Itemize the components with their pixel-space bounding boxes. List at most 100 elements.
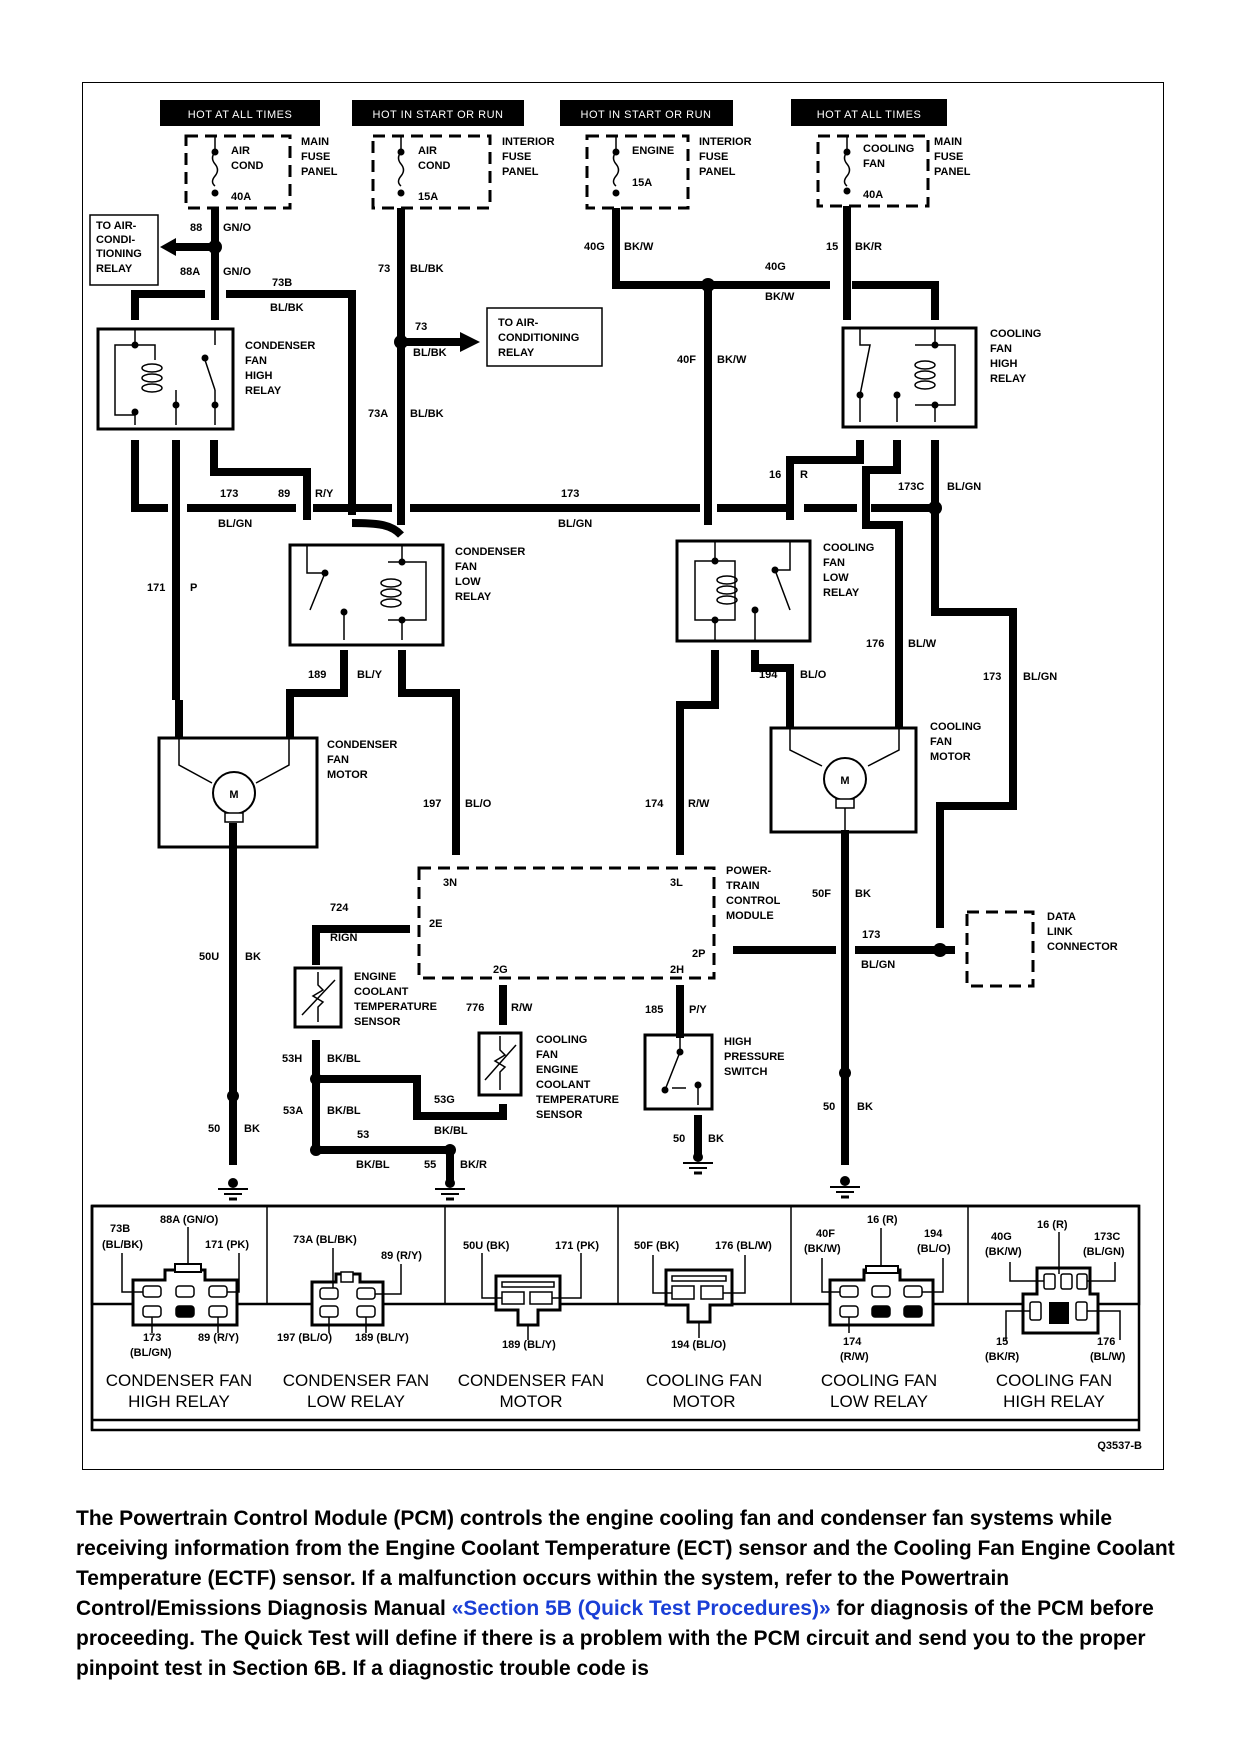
cooling-fan-low-relay: COOLING FAN LOW RELAY [675, 539, 874, 643]
wire-89 [210, 440, 311, 520]
ref-to-ac-relay-center[interactable]: TO AIR- CONDITIONING RELAY [486, 307, 603, 367]
ref-to-ac-relay-left[interactable]: TO AIR- CONDI- TIONING RELAY [89, 214, 159, 286]
component-label: POWER- [726, 865, 772, 877]
connector-view-cooling-motor: 50F (BK) 176 (BL/W) 194 (BL/O) [634, 1240, 772, 1351]
component-label: MOTOR [327, 769, 368, 781]
pin-label: 16 (R) [867, 1214, 898, 1226]
ref-text: TIONING [96, 248, 142, 260]
component-label: FAN [990, 343, 1012, 355]
header-label: HOT AT ALL TIMES [817, 109, 922, 121]
component-label: FAN [536, 1049, 558, 1061]
data-link-connector[interactable]: DATA LINK CONNECTOR [965, 910, 1118, 988]
powertrain-control-module: 3N 3L 2E 2G 2H 2P POWER- TRAIN CONTROL M… [417, 865, 781, 980]
pin-label: 173C [1094, 1231, 1120, 1243]
power-header: HOT AT ALL TIMES [791, 99, 947, 126]
arrow-icon [160, 238, 176, 256]
component-label: COOLING [823, 542, 874, 554]
pin-label: 176 [1097, 1336, 1115, 1348]
wire-color: BK/W [765, 291, 795, 303]
ground-icon [830, 1176, 860, 1199]
circuit-number: 176 [866, 638, 884, 650]
component-label: SENSOR [354, 1016, 401, 1028]
circuit-number: 53A [283, 1105, 303, 1117]
pin-label: 171 (PK) [555, 1240, 599, 1252]
wire-color: BL/GN [947, 481, 981, 493]
component-label: COOLANT [354, 986, 409, 998]
header-box [791, 99, 947, 126]
pin-label: 50F (BK) [634, 1240, 680, 1252]
component-label: MOTOR [930, 751, 971, 763]
circuit-number: 40F [677, 354, 696, 366]
panel-name: INTERIOR [502, 136, 555, 148]
fuse-icon [397, 151, 405, 187]
fuse-interior-engine: ENGINE 15A INTERIOR FUSE PANEL [585, 134, 752, 210]
circuit-number: 88 [190, 222, 202, 234]
pin-label: 73B [110, 1223, 130, 1235]
component-label: FAN [930, 736, 952, 748]
pin-label: (BL/GN) [130, 1347, 172, 1359]
fuse-icon [612, 151, 620, 187]
cooling-fan-ect-sensor: COOLING FAN ENGINE COOLANT TEMPERATURE S… [477, 1031, 619, 1121]
circuit-number: 173 [220, 488, 238, 500]
pin-label: 189 (BL/Y) [502, 1339, 556, 1351]
ground-icon [218, 1178, 248, 1201]
component-label: MODULE [726, 910, 774, 922]
high-pressure-switch: HIGH PRESSURE SWITCH [643, 1033, 785, 1111]
component-label: PRESSURE [724, 1051, 785, 1063]
wire-labels: 88 GN/O 88A GN/O 73B BL/BK 73 BL/BK 73 B… [147, 222, 1057, 1171]
panel-name: PANEL [502, 166, 539, 178]
switch-icon [664, 1038, 699, 1105]
wire-color: BK [855, 888, 871, 900]
connector-icon [664, 1268, 734, 1324]
header-label: HOT IN START OR RUN [581, 109, 712, 121]
pin-label: 171 (PK) [205, 1239, 249, 1251]
fuse-rating: 40A [231, 191, 251, 203]
wire-189 [286, 650, 348, 705]
fuse-rating: 40A [863, 189, 883, 201]
fuse-main-coolingfan: COOLING FAN 40A MAIN FUSE PANEL [816, 134, 971, 208]
circuit-number: 73B [272, 277, 292, 289]
pin-label: 40G [991, 1231, 1012, 1243]
header-box [160, 100, 320, 126]
connector-title: COOLING FAN [821, 1371, 937, 1390]
component-label: FAN [245, 355, 267, 367]
connector-title: MOTOR [673, 1392, 736, 1411]
component-label: FAN [823, 557, 845, 569]
wire-color: BK [708, 1133, 724, 1145]
pin-label: (BL/GN) [1083, 1246, 1125, 1258]
wire-color: R/W [688, 798, 710, 810]
panel-name: PANEL [301, 166, 338, 178]
pin-label: (BL/W) [1090, 1351, 1126, 1363]
panel-name: PANEL [934, 166, 971, 178]
fuse-rating: 15A [418, 191, 438, 203]
wire-color: BL/GN [218, 518, 252, 530]
description-paragraph: The Powertrain Control Module (PCM) cont… [76, 1504, 1176, 1684]
wire-color: BL/GN [558, 518, 592, 530]
panel-name: FUSE [934, 151, 963, 163]
circuit-number: 197 [423, 798, 441, 810]
circuit-number: 171 [147, 582, 165, 594]
pin-label: 3L [670, 877, 683, 889]
pin-label: 2E [429, 918, 442, 930]
wire-color: BL/GN [1023, 671, 1057, 683]
wire-73b-left [131, 290, 205, 320]
connector-view-cooling-high-relay: 40G (BK/W) 16 (R) 173C (BL/GN) 15 (BK/R)… [985, 1219, 1126, 1363]
component-label: SENSOR [536, 1109, 583, 1121]
component-label: FAN [455, 561, 477, 573]
condenser-fan-low-relay: CONDENSER FAN LOW RELAY [288, 543, 525, 647]
fuse-panel-outline [371, 134, 492, 210]
circuit-number: 73 [415, 321, 427, 333]
connector-views [90, 1204, 1141, 1432]
component-label: HIGH [245, 370, 273, 382]
component-label: TEMPERATURE [354, 1001, 437, 1013]
ref-text: CONDI- [96, 234, 135, 246]
circuit-number: 776 [466, 1002, 484, 1014]
motor-symbol: M [229, 789, 238, 801]
panel-name: MAIN [934, 136, 962, 148]
switch-icon [204, 359, 216, 391]
wire-194 [751, 650, 794, 705]
section-5b-link[interactable]: «Section 5B (Quick Test Procedures)» [451, 1597, 831, 1620]
connector-title: LOW RELAY [307, 1392, 405, 1411]
wire-color: BK/R [855, 241, 882, 253]
cooling-fan-high-relay: COOLING FAN HIGH RELAY [841, 326, 1041, 429]
